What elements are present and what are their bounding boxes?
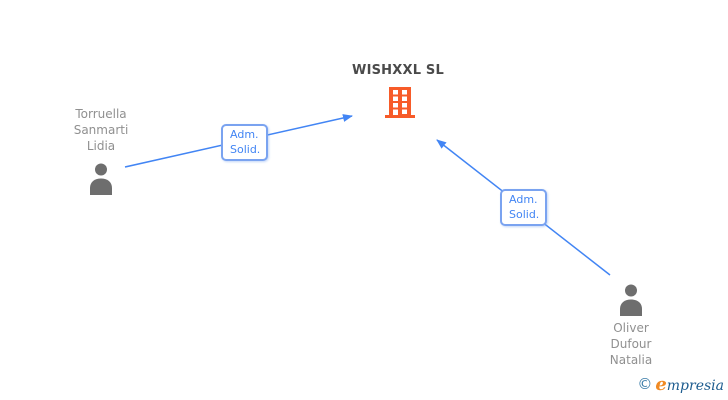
relation-label-right: Adm. Solid.: [500, 189, 548, 226]
relation-label-line: Solid.: [509, 208, 540, 221]
relation-label-left: Adm. Solid.: [221, 124, 269, 161]
person-name-line: Natalia: [609, 353, 653, 367]
person-name-line: Dufour: [610, 337, 652, 351]
brand-word: empresia: [655, 374, 724, 395]
person-icon[interactable]: [87, 163, 115, 195]
copyright-icon: ©: [637, 374, 653, 393]
relation-label-line: Solid.: [230, 143, 261, 156]
empresia-logo[interactable]: © empresia: [637, 373, 724, 395]
person-name-line: Torruella: [75, 107, 127, 121]
relation-label-line: Adm.: [509, 193, 538, 206]
person-name-left[interactable]: Torruella Sanmarti Lidia: [41, 106, 161, 154]
company-name[interactable]: WISHXXL SL: [352, 63, 444, 78]
person-name-line: Lidia: [86, 139, 116, 153]
person-name-line: Oliver: [613, 321, 649, 335]
brand-initial: e: [655, 373, 667, 395]
person-name-line: Sanmarti: [73, 123, 129, 137]
relation-label-line: Adm.: [230, 128, 259, 141]
person-name-right[interactable]: Oliver Dufour Natalia: [571, 320, 691, 368]
person-icon[interactable]: [617, 284, 645, 316]
building-icon[interactable]: [385, 87, 415, 118]
brand-rest: mpresia: [666, 377, 724, 394]
